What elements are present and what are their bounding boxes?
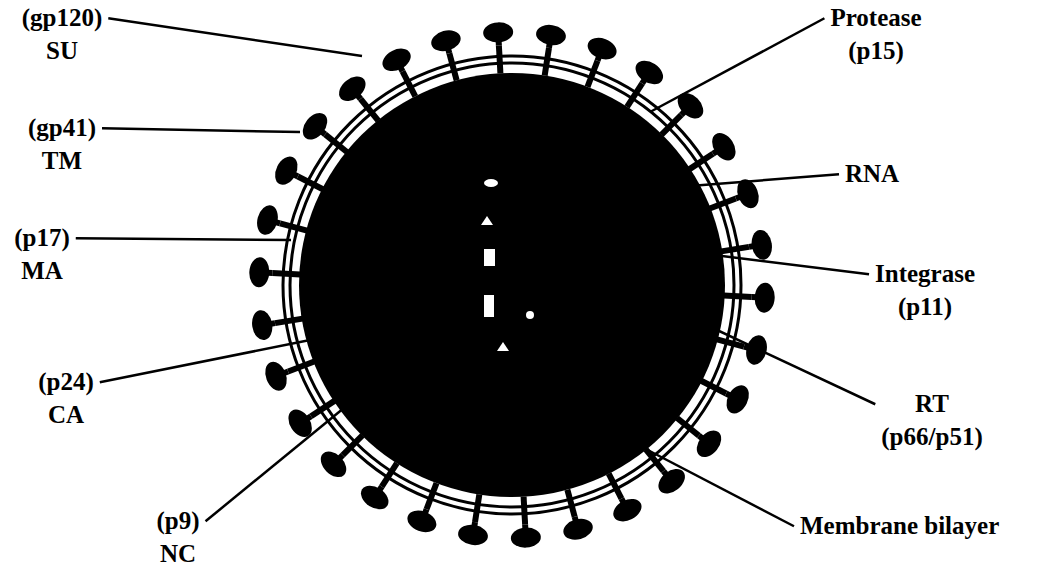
spike-knob: [457, 523, 490, 547]
leader-line: [206, 385, 372, 521]
spike-knob: [483, 22, 514, 44]
part-label: (p24) CA: [38, 366, 94, 431]
marker-triangle: [481, 216, 493, 225]
spike-knob: [535, 23, 568, 47]
spike-anchor: [449, 53, 456, 80]
membrane-outer: [283, 56, 741, 514]
spike-anchor: [280, 223, 307, 230]
marker-square: [484, 249, 495, 266]
spike-knob: [254, 203, 281, 237]
spike-knob: [271, 153, 302, 189]
spike-anchor: [311, 401, 334, 416]
part-label: RT (p66/p51): [881, 388, 982, 453]
spike-anchor: [545, 48, 549, 76]
part-label: RNA: [845, 158, 899, 191]
spike-anchor: [475, 494, 479, 522]
spike-anchor: [721, 247, 749, 251]
spike-knob: [609, 494, 645, 525]
spike-knob: [261, 359, 290, 394]
spike-knob: [249, 257, 270, 288]
spike-knob: [379, 44, 415, 75]
core-markers: [481, 179, 534, 351]
leader-line: [102, 128, 300, 132]
spike-anchor: [382, 463, 397, 487]
spike-anchor: [298, 177, 323, 190]
membrane-inner: [290, 63, 734, 507]
part-label: Integrase (p11): [875, 258, 975, 323]
spike-anchor: [701, 381, 726, 394]
spike-anchor: [567, 490, 574, 517]
part-label: Membrane bilayer: [800, 510, 999, 543]
spike-knob: [631, 56, 667, 89]
leader-line: [100, 338, 320, 382]
marker-circle: [526, 311, 534, 319]
spike-anchor: [325, 134, 347, 152]
spike-anchor: [524, 497, 526, 525]
marker-triangle: [497, 342, 509, 351]
leader-line: [722, 256, 869, 274]
spike-knob: [404, 507, 439, 536]
spike-anchor: [275, 319, 303, 323]
spike-anchor: [690, 154, 713, 169]
spike-knob: [707, 129, 740, 165]
part-label: Protease (p15): [830, 2, 921, 67]
leader-line: [640, 446, 794, 526]
marker-ellipse: [484, 179, 498, 187]
spike-anchor: [724, 296, 752, 297]
spike-anchor: [288, 361, 314, 371]
spike-knob: [722, 381, 753, 417]
leader-line: [700, 322, 875, 404]
spike-anchor: [588, 61, 598, 87]
leader-line: [690, 174, 839, 186]
spike-anchor: [499, 45, 501, 73]
spike-anchor: [662, 115, 682, 135]
spike-knob: [250, 309, 275, 342]
part-label: (gp120) SU: [22, 2, 103, 67]
spike-anchor: [361, 99, 379, 121]
part-label: (gp41) TM: [28, 112, 96, 177]
spike-anchor: [710, 198, 736, 208]
spike-anchor: [272, 273, 300, 274]
spike-knob: [429, 27, 463, 54]
spike-anchor: [609, 474, 622, 499]
spike-knob: [754, 282, 775, 313]
spike-anchor: [627, 83, 642, 107]
spike-stems: [272, 45, 751, 524]
spike-knob: [561, 516, 595, 543]
spike-anchor: [343, 435, 363, 455]
spike-knob: [750, 228, 775, 261]
leader-lines: [76, 18, 876, 526]
spike-anchor: [403, 71, 416, 96]
spike-anchor: [677, 418, 699, 436]
envelope-spikes: [249, 22, 776, 549]
spike-knob: [510, 527, 541, 549]
part-label: (p17) MA: [14, 222, 70, 287]
marker-rect: [484, 295, 494, 317]
spike-knob: [585, 34, 620, 63]
virion-core: [299, 73, 725, 497]
leader-line: [108, 18, 362, 56]
leader-line: [76, 238, 291, 240]
spike-knob: [357, 481, 393, 514]
leader-line: [650, 18, 824, 112]
part-label: (p9) NC: [156, 505, 199, 570]
spike-anchor: [427, 483, 437, 509]
